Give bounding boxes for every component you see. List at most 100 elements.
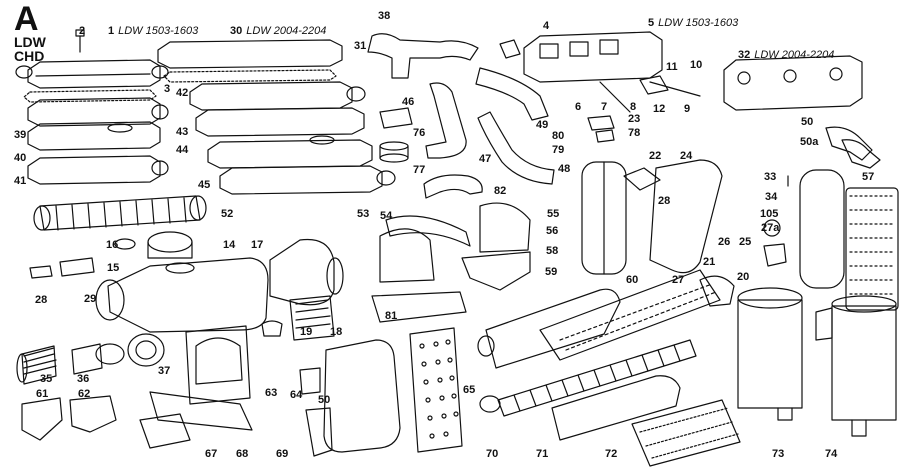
model-header-text: LDW 1503-1603 — [118, 25, 199, 37]
callout: 78 — [628, 127, 641, 139]
callout: 53 — [357, 208, 370, 220]
callout: 17 — [251, 239, 264, 251]
flex-pipe-70 — [479, 339, 697, 441]
model-header-number: 1 — [108, 25, 115, 37]
callout: 4 — [543, 20, 550, 32]
callout: 40 — [14, 152, 27, 164]
callout: 61 — [36, 388, 49, 400]
callout: 49 — [536, 119, 549, 131]
callout: 80 — [552, 130, 565, 142]
callout: 48 — [558, 163, 571, 175]
callout: 21 — [703, 256, 716, 268]
callout: 8 — [630, 101, 637, 113]
model-header-text: LDW 1503-1603 — [658, 17, 739, 29]
model-header-number: 32 — [738, 49, 751, 61]
callout: 63 — [265, 387, 278, 399]
callout: 45 — [198, 179, 211, 191]
callout: 27 — [672, 274, 685, 286]
callout: 10 — [690, 59, 703, 71]
callout: 59 — [545, 266, 558, 278]
callout: 58 — [546, 245, 559, 257]
callout: 73 — [772, 448, 785, 460]
callout: 76 — [413, 127, 426, 139]
section-engine-code-1: LDW — [14, 34, 46, 50]
callout: 64 — [290, 389, 303, 401]
callout: 29 — [84, 293, 97, 305]
callout: 81 — [385, 310, 398, 322]
manifold-group-middle — [157, 39, 396, 195]
lower-left-parts — [16, 325, 333, 457]
callout: 70 — [486, 448, 499, 460]
muffler-59-shield-60 — [477, 269, 721, 369]
callout: 41 — [14, 175, 27, 187]
callout: 62 — [78, 388, 91, 400]
air-filter-assembly — [29, 231, 344, 341]
callout: 56 — [546, 225, 559, 237]
callout: 19 — [300, 326, 313, 338]
flex-pipe-52 — [33, 195, 207, 231]
callout: 33 — [764, 171, 777, 183]
callout: 36 — [77, 373, 90, 385]
callout: 28 — [658, 195, 671, 207]
model-header-number: 30 — [230, 25, 243, 37]
callout: 67 — [205, 448, 218, 460]
section-letter: A — [14, 0, 39, 38]
callout: 39 — [14, 129, 27, 141]
hoses-group — [367, 33, 555, 199]
model-header-text: LDW 2004-2204 — [754, 49, 835, 61]
callout: 50a — [800, 136, 819, 148]
callout: 72 — [605, 448, 618, 460]
callout: 31 — [354, 40, 367, 52]
callout: 105 — [760, 208, 779, 220]
callout: 7 — [601, 101, 608, 113]
callout: 68 — [236, 448, 249, 460]
shield-72 — [631, 399, 741, 467]
callout: 47 — [479, 153, 492, 165]
callout: 9 — [684, 103, 691, 115]
callout: 18 — [330, 326, 343, 338]
callout: 71 — [536, 448, 549, 460]
callout: 11 — [666, 61, 678, 73]
callout: 34 — [765, 191, 778, 203]
callout: 20 — [737, 271, 750, 283]
callout: 35 — [40, 373, 53, 385]
callout: 26 — [718, 236, 731, 248]
mufflers-group — [581, 159, 899, 311]
callout: 82 — [494, 185, 507, 197]
callout: 69 — [276, 448, 289, 460]
callout: 37 — [158, 365, 171, 377]
callout: 24 — [680, 150, 693, 162]
callout: 27a — [761, 222, 780, 234]
callout: 54 — [380, 210, 393, 222]
brackets-group — [371, 202, 531, 323]
callout: 43 — [176, 126, 189, 138]
head-group-right — [499, 31, 881, 169]
callout: 2 — [79, 25, 86, 37]
model-header-text: LDW 2004-2204 — [246, 25, 327, 37]
callout: 12 — [653, 103, 666, 115]
callout: 23 — [628, 113, 641, 125]
manifold-group-left — [15, 29, 169, 185]
callout: 57 — [862, 171, 875, 183]
callout: 3 — [164, 83, 171, 95]
callout: 60 — [626, 274, 639, 286]
callout: 42 — [176, 87, 189, 99]
callout: 22 — [649, 150, 662, 162]
silencers-73-74 — [737, 287, 897, 437]
callout: 65 — [463, 384, 476, 396]
callout: 44 — [176, 144, 189, 156]
callout: 16 — [106, 239, 119, 251]
callout: 14 — [223, 239, 236, 251]
model-header-number: 5 — [648, 17, 655, 29]
callout: 25 — [739, 236, 752, 248]
hardware-group — [379, 107, 789, 187]
callout: 52 — [221, 208, 234, 220]
callout: 6 — [575, 101, 582, 113]
callout: 28 — [35, 294, 48, 306]
callout: 55 — [547, 208, 560, 220]
callout: 46 — [402, 96, 415, 108]
